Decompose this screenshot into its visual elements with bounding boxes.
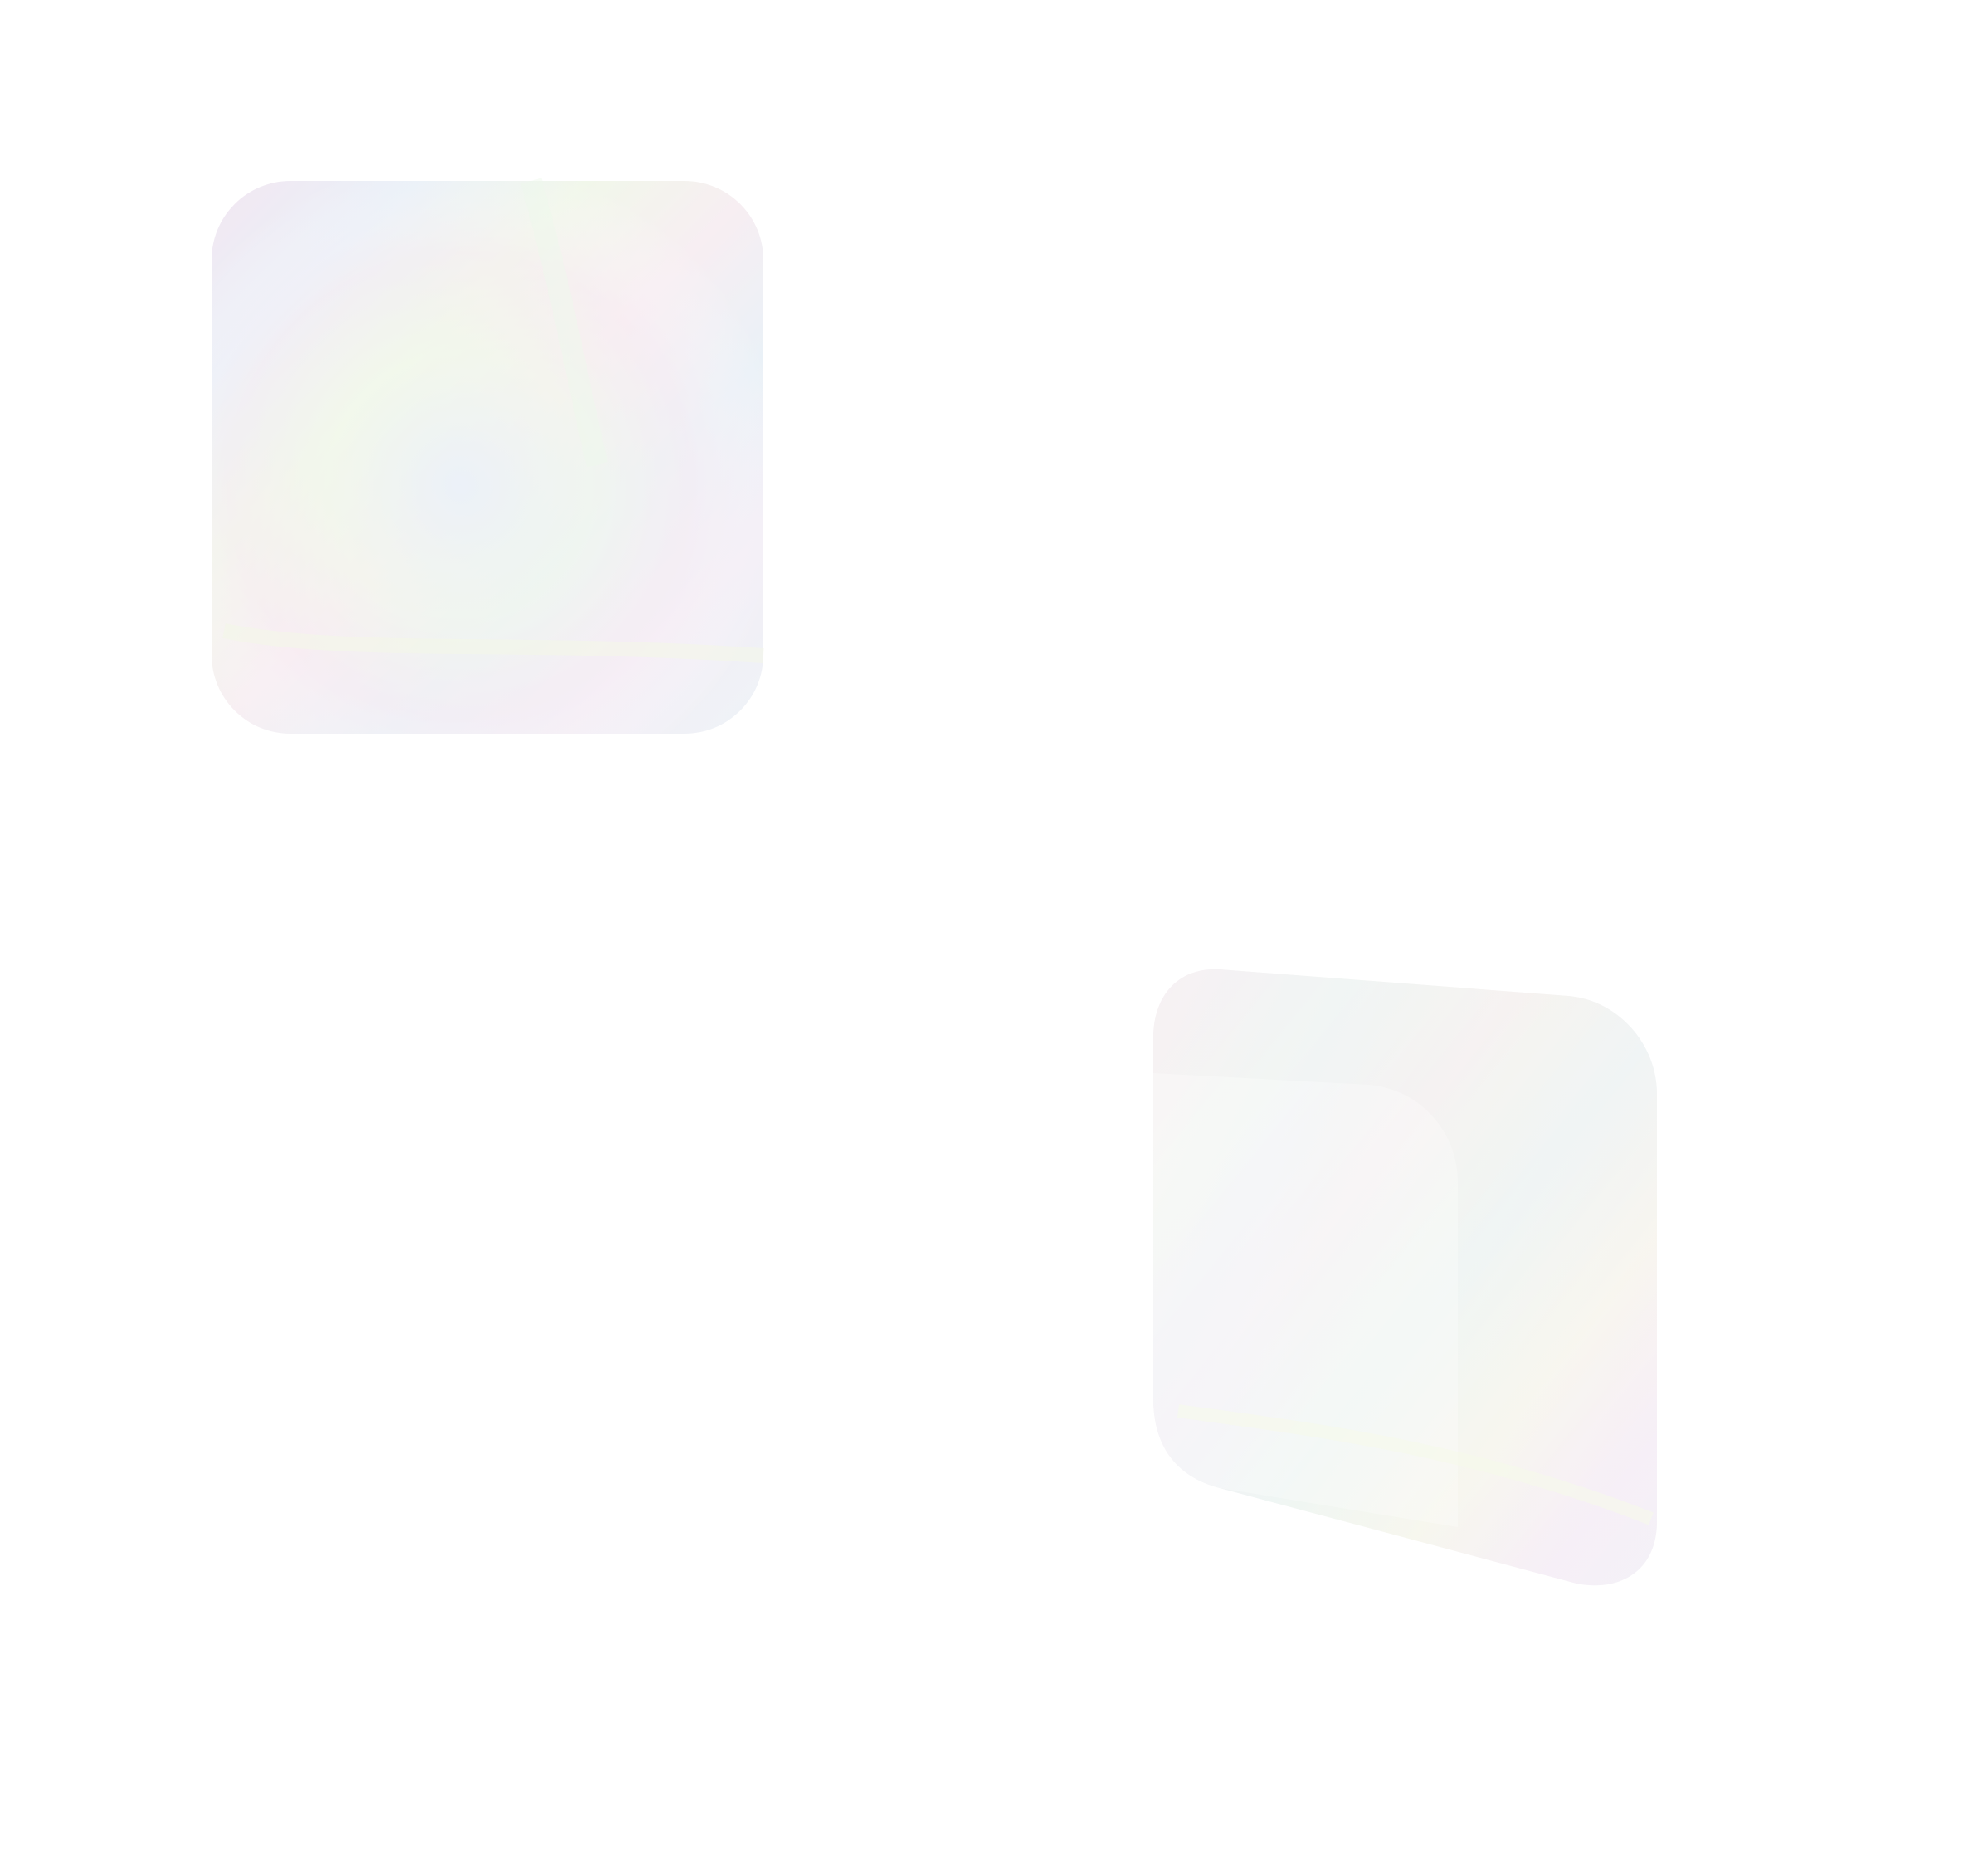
holographic-square-icon: [212, 178, 764, 734]
holographic-tilted-card-icon: [1153, 969, 1657, 1586]
